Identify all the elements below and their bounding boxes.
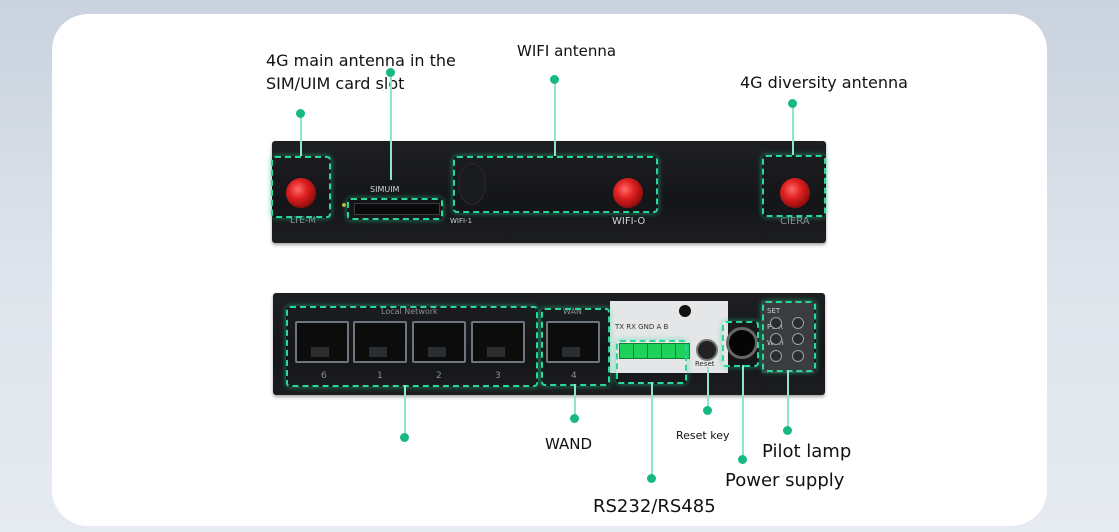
serial-pins-label: TX RX GND A B bbox=[615, 323, 669, 331]
label-4g-diversity-antenna: 4G diversity antenna bbox=[740, 73, 908, 92]
reset-button[interactable] bbox=[696, 339, 718, 361]
router-back-panel: Local Network 6 1 2 3 WAN 4 TX RX GND A … bbox=[273, 293, 825, 395]
leader-line bbox=[554, 79, 556, 156]
ciera-label: CIERA bbox=[780, 216, 810, 227]
leader-line bbox=[651, 382, 653, 478]
leader-line bbox=[574, 384, 576, 418]
sim-indicator-icon bbox=[342, 203, 346, 207]
leader-dot bbox=[647, 474, 656, 483]
highlight-lan-ports bbox=[286, 306, 538, 387]
label-wifi-antenna: WIFI antenna bbox=[517, 42, 617, 60]
diversity-antenna-connector bbox=[780, 178, 810, 208]
label-4g-main-antenna: 4G main antenna in the SIM/UIM card slot bbox=[266, 51, 456, 93]
label-reset-key: Reset key bbox=[676, 429, 730, 442]
led-status-indicator bbox=[792, 350, 804, 362]
label-power-supply: Power supply bbox=[725, 470, 845, 491]
port-number-label: 6 bbox=[321, 371, 327, 381]
led-pwr-indicator bbox=[770, 333, 782, 345]
wifi-1-label: WIFI-1 bbox=[450, 217, 473, 225]
power-supply-jack[interactable] bbox=[726, 327, 758, 359]
wifi-0-label: WIFI-O bbox=[612, 216, 646, 227]
highlight-wifi-antenna bbox=[453, 156, 658, 213]
wan-port[interactable] bbox=[546, 321, 600, 363]
port-number-label: 1 bbox=[377, 371, 383, 381]
lte-m-antenna-connector bbox=[286, 178, 316, 208]
highlight-sim-slot bbox=[347, 198, 443, 220]
leader-dot bbox=[703, 406, 712, 415]
leader-dot bbox=[783, 426, 792, 435]
highlight-lte-m-antenna bbox=[271, 156, 331, 218]
leader-line bbox=[792, 103, 794, 155]
port-number-label: 2 bbox=[436, 371, 442, 381]
leader-dot bbox=[738, 455, 747, 464]
leader-line bbox=[742, 365, 744, 460]
led-set-label: SET bbox=[767, 307, 781, 315]
lan-port-3[interactable] bbox=[471, 321, 525, 363]
leader-dot bbox=[570, 414, 579, 423]
label-pilot-lamp: Pilot lamp bbox=[762, 441, 852, 462]
serial-panel-area bbox=[610, 301, 728, 373]
reset-label: Reset bbox=[695, 360, 715, 368]
port-number-label: 4 bbox=[571, 371, 577, 381]
leader-line bbox=[707, 367, 709, 411]
led-wifi-indicator bbox=[770, 350, 782, 362]
logo-icon bbox=[679, 305, 691, 317]
lan-port-1[interactable] bbox=[353, 321, 407, 363]
highlight-power-jack bbox=[722, 321, 759, 367]
highlight-diversity-antenna bbox=[762, 155, 826, 217]
lan-port-2[interactable] bbox=[412, 321, 466, 363]
highlight-pilot-lamps bbox=[762, 301, 816, 372]
leader-dot bbox=[386, 68, 395, 77]
highlight-wan-port bbox=[541, 308, 610, 386]
label-wand: WAND bbox=[545, 435, 593, 453]
label-rs232-rs485: RS232/RS485 bbox=[593, 496, 716, 517]
leader-line bbox=[787, 370, 789, 430]
simuim-label: SIMUIM bbox=[370, 185, 400, 194]
wan-label: WAN bbox=[563, 307, 582, 316]
router-front-panel: LTE-M SIMUIM WIFI-1 WIFI-O CIERA bbox=[272, 141, 826, 243]
led-status-indicator bbox=[792, 317, 804, 329]
port-number-label: 3 bbox=[495, 371, 501, 381]
lan-port-6[interactable] bbox=[295, 321, 349, 363]
wifi-antenna-connector bbox=[613, 178, 643, 208]
lte-m-label: LTE-M bbox=[290, 216, 316, 226]
local-network-label: Local Network bbox=[381, 307, 438, 316]
sim-card-slot bbox=[354, 203, 440, 215]
leader-dot bbox=[296, 109, 305, 118]
led-set-indicator bbox=[770, 317, 782, 329]
leader-dot bbox=[550, 75, 559, 84]
diagram-card bbox=[52, 14, 1047, 526]
wifi-1-connector-cover bbox=[458, 163, 486, 205]
leader-line bbox=[404, 385, 406, 437]
leader-line bbox=[390, 72, 392, 180]
led-status-indicator bbox=[792, 333, 804, 345]
leader-dot bbox=[788, 99, 797, 108]
leader-line bbox=[300, 114, 302, 156]
highlight-serial-terminal bbox=[616, 340, 687, 384]
leader-dot bbox=[400, 433, 409, 442]
